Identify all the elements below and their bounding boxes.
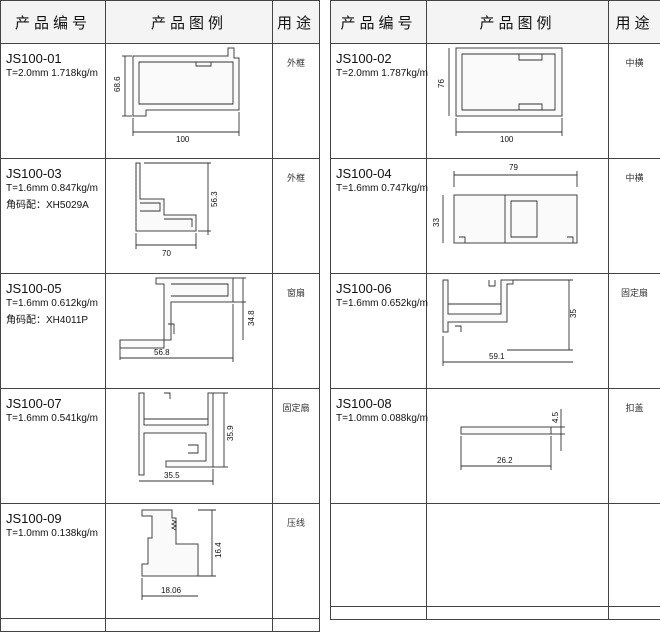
product-code: JS100-06 [336,282,426,296]
dimension-height: 35.9 [226,425,235,441]
product-use: 外框 [273,44,320,159]
header-figure: 产品图例 [427,1,609,44]
header-use: 用途 [273,1,320,44]
product-spec: T=2.0mm 1.718kg/m [6,67,105,81]
product-spec: T=2.0mm 1.787kg/m [336,67,426,81]
header-figure: 产品图例 [106,1,273,44]
header-use: 用途 [609,1,660,44]
product-use: 中横 [609,159,660,274]
profile-drawing: 4.5 26.2 [427,389,609,504]
dimension-width: 59.1 [489,352,505,361]
product-spec: T=1.6mm 0.612kg/m [6,297,105,311]
product-use: 外框 [273,159,320,274]
product-use: 固定扇 [609,274,660,389]
dimension-width: 18.06 [161,586,182,595]
product-code: JS100-03 [6,167,105,181]
product-code: JS100-01 [6,52,105,66]
product-spec: T=1.6mm 0.541kg/m [6,412,105,426]
dimension-height: 35 [569,309,578,318]
dimension-height: 56.3 [210,191,219,207]
product-code: JS100-04 [336,167,426,181]
profile-drawing: 68.6 100 [106,44,273,159]
product-code: JS100-07 [6,397,105,411]
profile-drawing: 35 59.1 [427,274,609,389]
profile-drawing: 35.9 35.5 [106,389,273,504]
profile-drawing: 76 100 [427,44,609,159]
header-code: 产品编号 [331,1,427,44]
dimension-height: 33 [432,218,441,227]
dimension-width: 56.8 [154,348,170,357]
corner-connector: 角码配：XH4011P [6,314,105,328]
product-spec: T=1.6mm 0.847kg/m [6,182,105,196]
product-use: 窗扇 [273,274,320,389]
dimension-width: 100 [500,135,514,144]
dimension-height: 76 [437,79,446,88]
dimension-height: 4.5 [551,411,560,423]
header-code: 产品编号 [1,1,106,44]
product-use: 压线 [273,504,320,619]
dimension-width: 70 [162,249,171,258]
product-use: 固定扇 [273,389,320,504]
product-code: JS100-02 [336,52,426,66]
product-spec: T=1.0mm 0.088kg/m [336,412,426,426]
profile-drawing: 16.4 18.06 [106,504,273,619]
dimension-width: 100 [176,135,190,144]
dimension-width: 79 [509,163,518,172]
product-use: 扣盖 [609,389,660,504]
product-use: 中横 [609,44,660,159]
product-spec: T=1.6mm 0.747kg/m [336,182,426,196]
profile-drawing: 56.3 70 [106,159,273,274]
dimension-height: 34.8 [247,310,256,326]
product-spec: T=1.6mm 0.652kg/m [336,297,426,311]
product-code: JS100-09 [6,512,105,526]
dimension-width: 35.5 [164,471,180,480]
product-code: JS100-05 [6,282,105,296]
product-spec: T=1.0mm 0.138kg/m [6,527,105,541]
product-code: JS100-08 [336,397,426,411]
dimension-width: 26.2 [497,456,513,465]
corner-connector: 角码配：XH5029A [6,199,105,213]
profile-drawing: 34.8 56.8 [106,274,273,389]
dimension-height: 16.4 [214,542,223,558]
table-row-empty [331,504,660,607]
dimension-height: 68.6 [113,76,122,92]
profile-drawing: 79 33 [427,159,609,274]
